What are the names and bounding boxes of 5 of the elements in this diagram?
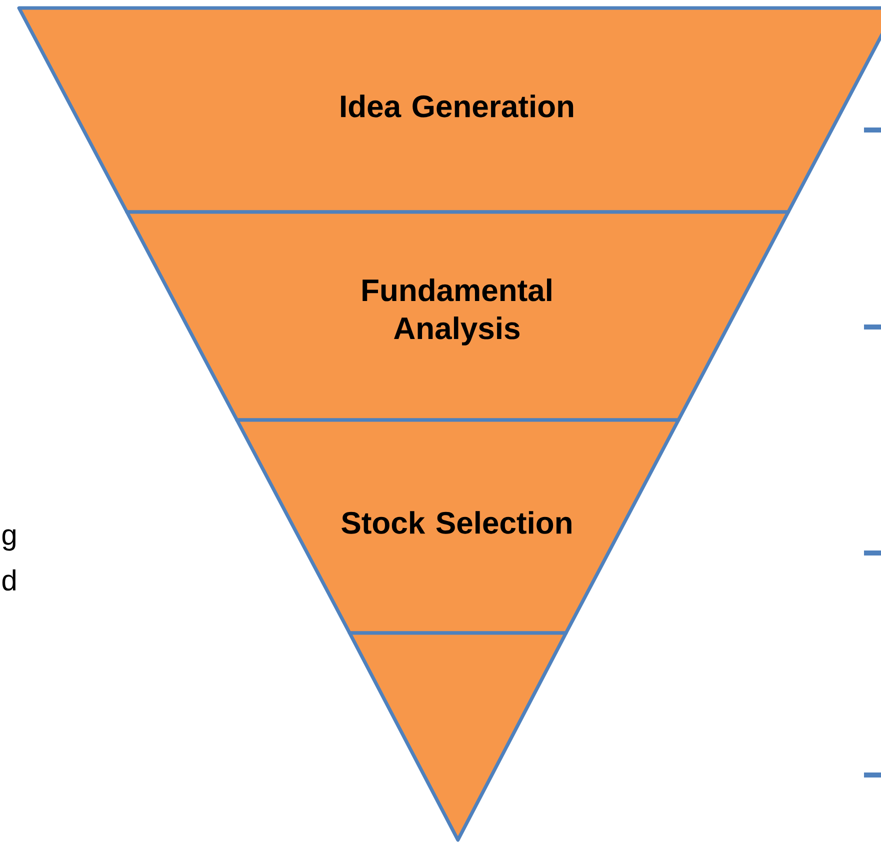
funnel-band: Fundamental Analysis [125,210,790,422]
funnel-band: Idea Generation [17,6,881,214]
funnel-tip [348,631,568,842]
side-text: g [2,529,16,551]
side-text: d [2,569,16,591]
